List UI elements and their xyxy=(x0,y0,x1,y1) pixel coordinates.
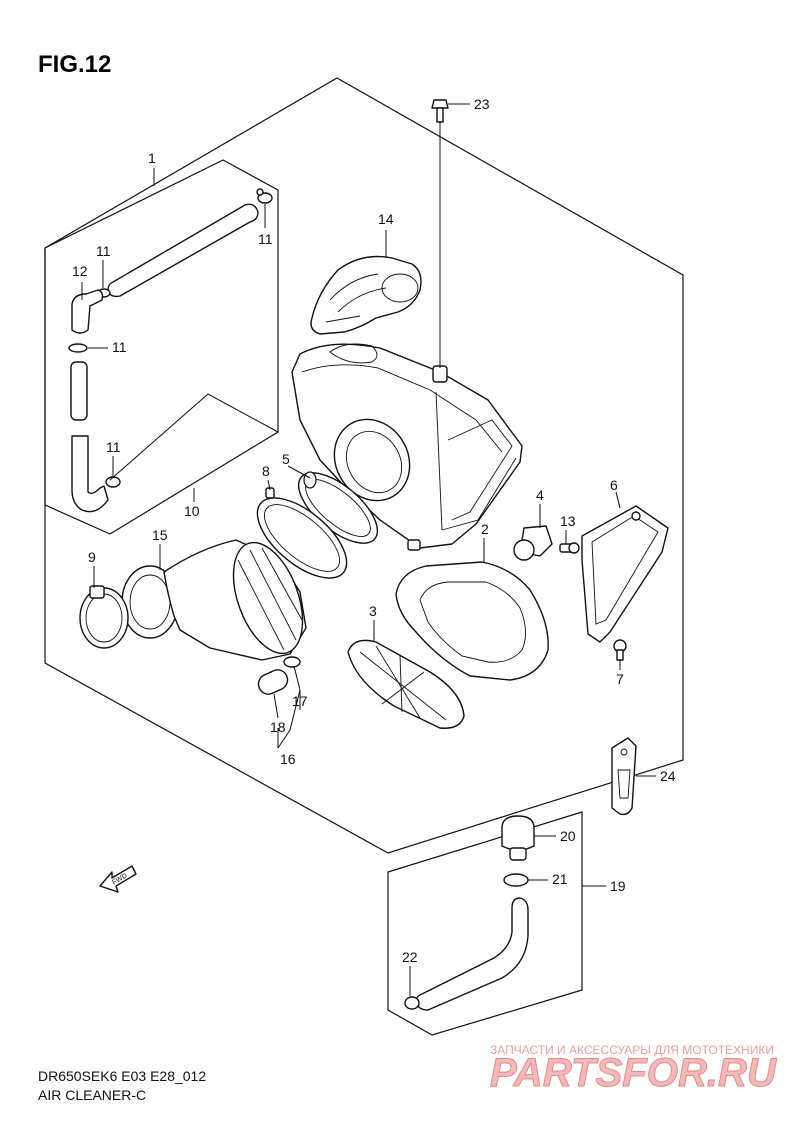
grommet-4 xyxy=(513,525,553,561)
hose-clamp-lower xyxy=(105,476,121,488)
callout-4: 4 xyxy=(536,487,544,503)
callouts: 1 2 3 4 5 6 7 8 9 10 11 11 11 11 12 13 1… xyxy=(72,96,676,965)
hose-clamp-upper xyxy=(256,188,273,204)
callout-15: 15 xyxy=(152,527,168,543)
drain-clamp-22 xyxy=(404,996,420,1010)
breather-hose-upper xyxy=(107,203,259,298)
callout-20: 20 xyxy=(560,828,576,844)
callout-24: 24 xyxy=(660,768,676,784)
callout-18: 18 xyxy=(270,719,286,735)
callout-12: 12 xyxy=(72,263,88,279)
intake-duct xyxy=(310,255,422,335)
bracket-24 xyxy=(611,737,637,816)
callout-16: 16 xyxy=(280,751,296,767)
breather-elbow xyxy=(71,289,104,334)
drain-clip-17 xyxy=(283,656,301,668)
drain-kit-boundary xyxy=(387,811,583,1036)
bolt-23 xyxy=(431,99,449,123)
callout-11-upper-right: 11 xyxy=(258,231,273,247)
leader-lines xyxy=(81,103,656,996)
breather-hose-short xyxy=(70,361,88,421)
callout-6: 6 xyxy=(610,477,618,493)
callout-11-middle: 11 xyxy=(112,339,127,355)
watermark-tagline: ЗАПЧАСТИ И АКСЕССУАРЫ ДЛЯ МОТОТЕХНИКИ xyxy=(490,1043,774,1057)
fwd-arrow-icon: FWD xyxy=(99,865,137,893)
callout-22: 22 xyxy=(402,949,418,965)
watermark-brand: PARTSFOR.RU xyxy=(490,1051,777,1095)
intake-boot xyxy=(121,539,307,661)
footer-section-name: AIR CLEANER-C xyxy=(38,1087,146,1103)
callout-7: 7 xyxy=(616,671,624,687)
drain-hose xyxy=(415,897,529,1011)
air-cleaner-case xyxy=(291,343,523,551)
case-cover-6 xyxy=(581,505,669,643)
callout-13: 13 xyxy=(560,513,576,529)
callout-14: 14 xyxy=(378,211,394,227)
callout-17: 17 xyxy=(292,693,308,709)
callout-21: 21 xyxy=(552,871,568,887)
figure-title: FIG.12 xyxy=(38,51,111,78)
screw-13 xyxy=(559,542,580,554)
callout-10: 10 xyxy=(184,503,200,519)
filter-cage xyxy=(347,639,465,729)
drain-plug-20 xyxy=(501,815,535,861)
filter-element xyxy=(395,561,549,681)
footer-model-code: DR650SEK6 E03 E28_012 xyxy=(38,1068,206,1084)
hose-clamp-mid xyxy=(68,343,88,353)
callout-19: 19 xyxy=(610,878,626,894)
callout-1: 1 xyxy=(148,150,156,166)
callout-5: 5 xyxy=(282,451,290,467)
callout-3: 3 xyxy=(369,603,377,619)
callout-8: 8 xyxy=(262,463,270,479)
drain-clamp-21 xyxy=(503,873,529,887)
hose-clamp-9 xyxy=(79,585,129,649)
breather-kit-boundary xyxy=(44,159,279,535)
bolt-7 xyxy=(613,639,627,661)
callout-9: 9 xyxy=(88,549,96,565)
seal-ring-10 xyxy=(256,497,348,579)
callout-23: 23 xyxy=(474,96,490,112)
breather-hose-lower xyxy=(71,435,109,513)
drain-cap-18 xyxy=(257,669,289,695)
callout-11-lower: 11 xyxy=(106,439,121,455)
callout-2: 2 xyxy=(481,521,489,537)
callout-11-upper-left: 11 xyxy=(96,243,111,259)
